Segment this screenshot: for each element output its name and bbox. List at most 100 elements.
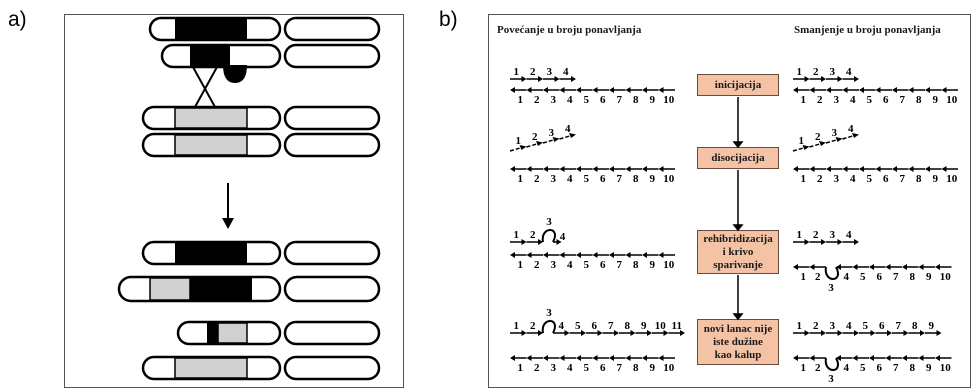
arrowhead [642, 87, 647, 93]
arrowhead [552, 137, 560, 142]
arrowhead [576, 355, 581, 361]
new-strand-number: 3 [549, 127, 555, 139]
slip-loop [541, 320, 556, 334]
new-strand-number: 3 [547, 66, 553, 78]
new-strand-number: 7 [608, 320, 614, 332]
arrowhead [821, 76, 826, 82]
template-number: 5 [860, 362, 866, 374]
arrowhead [625, 166, 631, 172]
arrowhead [941, 166, 947, 172]
arrowhead [526, 355, 532, 361]
template-number: 1 [801, 173, 807, 185]
step-initiation: inicijacija [697, 74, 779, 96]
dissociated-segment [509, 146, 524, 152]
arrowhead [852, 133, 859, 138]
new-strand-number: 2 [813, 229, 819, 241]
arrowhead [576, 252, 581, 258]
arrowhead [510, 355, 515, 361]
new-strand-number: 1 [514, 320, 520, 332]
arrowhead [543, 166, 548, 172]
template-number: 8 [633, 173, 639, 185]
template-number: 10 [663, 173, 675, 185]
template-number: 5 [867, 173, 873, 185]
arrowhead [842, 87, 848, 93]
arrowhead [837, 76, 843, 82]
template-number: 1 [518, 362, 524, 374]
template-number: 7 [893, 362, 899, 374]
arrowhead [837, 330, 843, 336]
arrowhead [842, 166, 848, 172]
template-number: 5 [860, 271, 866, 283]
template-number: 3 [834, 94, 840, 106]
looped-repeat-number: 3 [828, 373, 834, 385]
dissociated-segment [809, 142, 824, 148]
arrowhead [592, 166, 598, 172]
template-number: 9 [650, 173, 656, 185]
template-number: 5 [584, 259, 590, 271]
new-strand-number: 1 [799, 135, 805, 147]
arrowhead [625, 87, 631, 93]
arrowhead [592, 87, 598, 93]
arrowhead [569, 133, 576, 138]
arrowhead [576, 87, 581, 93]
template-number: 7 [893, 271, 899, 283]
dissociated-segment [825, 138, 840, 144]
arrowhead [885, 355, 891, 361]
arrowhead [543, 355, 548, 361]
arrowhead [885, 264, 891, 270]
arrowhead [658, 355, 664, 361]
chromatid-top-right [283, 16, 381, 42]
new-strand-number: 11 [672, 320, 682, 332]
arrowhead [543, 252, 548, 258]
arrowhead [793, 264, 798, 270]
arrowhead [614, 330, 619, 336]
template-number: 8 [633, 94, 639, 106]
template-number: 6 [877, 362, 883, 374]
arrowhead [592, 252, 598, 258]
arrowhead [859, 87, 864, 93]
template-number: 6 [600, 259, 606, 271]
arrowhead [809, 87, 815, 93]
arrowhead [510, 87, 515, 93]
arrowhead [559, 355, 565, 361]
panel-a-label: a) [8, 8, 27, 31]
result-chromatid-3-right [283, 320, 381, 346]
new-strand-number: 2 [813, 66, 819, 78]
arrowhead [793, 87, 798, 93]
arrowhead [793, 355, 798, 361]
template-number: 5 [584, 362, 590, 374]
arrowhead [642, 252, 647, 258]
new-strand-number: 5 [575, 320, 581, 332]
chromatid-3-right [283, 105, 381, 131]
dissociated-segment [842, 134, 857, 140]
arrowhead [821, 239, 826, 245]
arrowhead [837, 239, 843, 245]
arrowhead [658, 252, 664, 258]
template-number: 6 [883, 173, 889, 185]
arrowhead [870, 330, 876, 336]
arrowhead [536, 141, 543, 146]
arrowhead [556, 239, 562, 245]
arrowhead [859, 166, 864, 172]
template-number: 2 [534, 259, 540, 271]
arrowhead [564, 330, 570, 336]
template-number: 4 [850, 94, 856, 106]
step-new-strand: novi lanac nije iste dužine kao kalup [697, 319, 779, 365]
new-strand-number: 1 [516, 135, 522, 147]
new-strand-number: 1 [797, 229, 803, 241]
arrowhead [936, 330, 942, 336]
template-number: 9 [926, 362, 932, 374]
arrowhead [521, 76, 527, 82]
arrowhead [521, 239, 527, 245]
arrowhead [521, 330, 527, 336]
arrowhead [804, 76, 810, 82]
arrowhead [835, 137, 843, 142]
new-strand-number: 4 [565, 123, 571, 135]
arrowhead [538, 76, 543, 82]
new-strand-number: 9 [929, 320, 935, 332]
template-number: 9 [926, 271, 932, 283]
arrowhead [538, 239, 543, 245]
new-strand-number: 2 [815, 131, 821, 143]
arrowhead [642, 355, 647, 361]
template-number: 8 [633, 362, 639, 374]
